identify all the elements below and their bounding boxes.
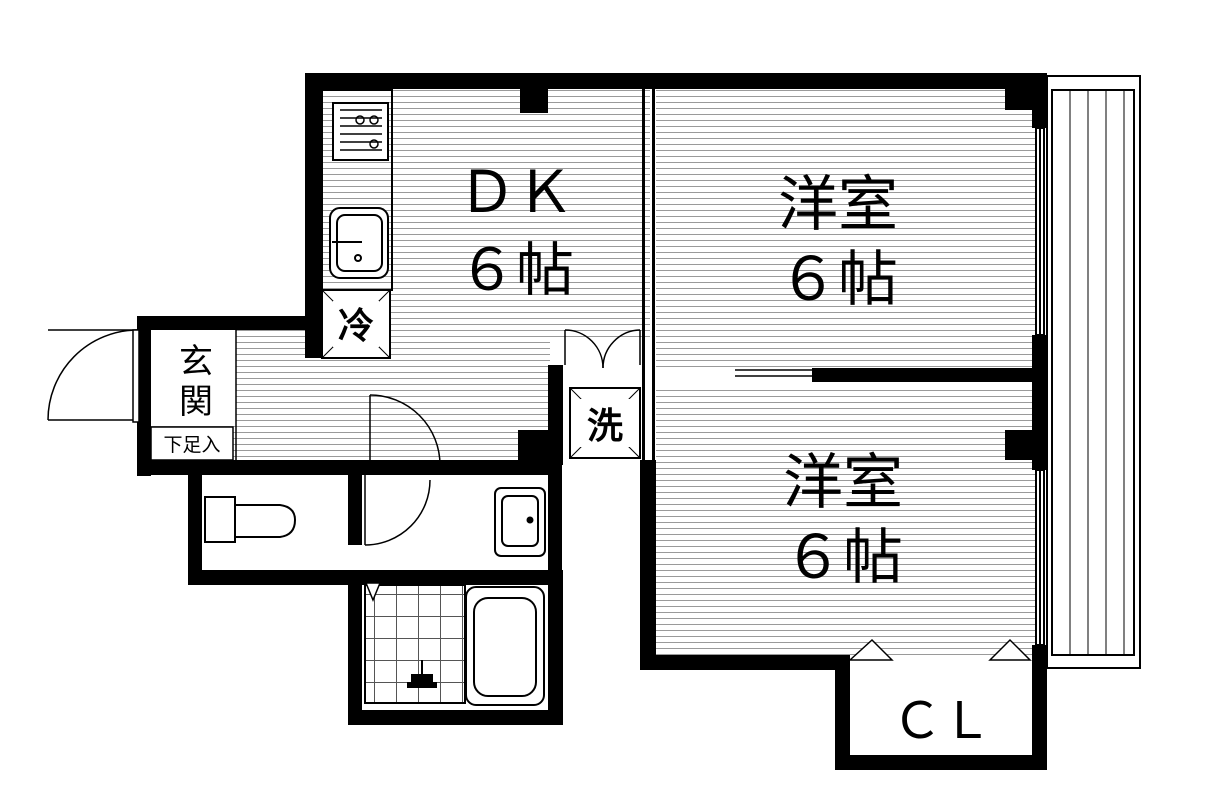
entrance-label-bottom: 関 [179, 382, 213, 422]
western-room-2-size: ６帖 [783, 523, 903, 593]
western-room-1-size: ６帖 [778, 245, 898, 315]
bathroom [364, 582, 545, 706]
kitchen-counter [321, 89, 393, 291]
shoe-cabinet: 下足入 [150, 426, 234, 461]
dk-name: ＤＫ [458, 158, 574, 226]
shoe-cabinet-label: 下足入 [163, 434, 220, 456]
room-labels: ＤＫ ６帖 洋室 ６帖 洋室 ６帖 玄 関 ＣＬ [179, 158, 992, 750]
toilet-icon [204, 496, 297, 543]
closet-doors [848, 638, 1032, 661]
western-room-1-name: 洋室 [778, 170, 898, 240]
balcony [1046, 75, 1141, 669]
dk-size: ６帖 [458, 236, 574, 304]
washer-label: 洗 [587, 406, 623, 447]
doors [47, 329, 812, 546]
fridge-label: 冷 [338, 306, 374, 347]
walls [137, 73, 1047, 770]
closet-label: ＣＬ [892, 692, 992, 750]
washer-icon: 洗 [569, 387, 641, 459]
windows [1035, 127, 1045, 646]
washbasin-icon [494, 487, 546, 557]
shower-icon [407, 660, 437, 688]
fridge-icon: 冷 [321, 289, 391, 359]
entrance-label-top: 玄 [179, 342, 213, 382]
floor-hatching [150, 88, 1035, 655]
western-room-2-name: 洋室 [783, 448, 903, 518]
